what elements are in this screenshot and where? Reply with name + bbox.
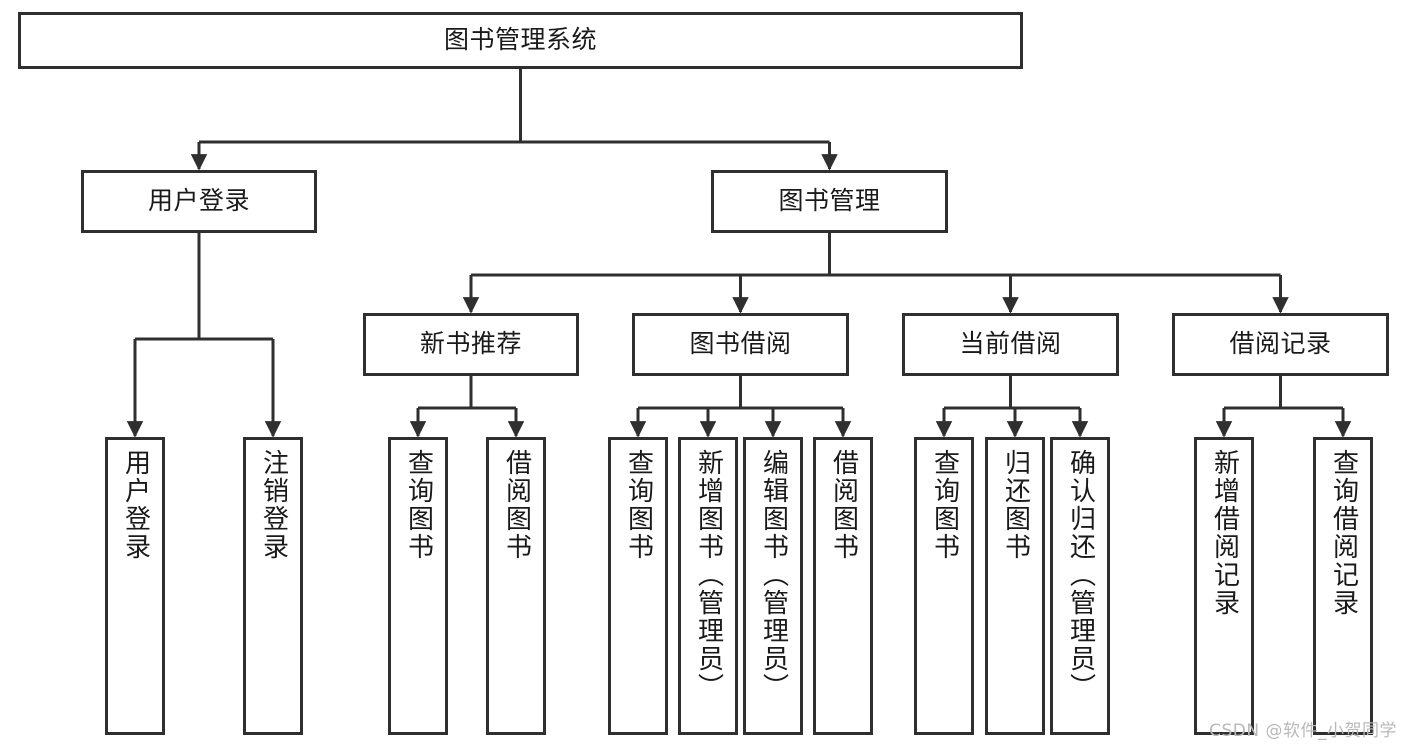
node-label: 图书管理系统 (443, 25, 597, 55)
node-current[interactable]: 当前借阅 (902, 313, 1119, 376)
node-label: 查询图书 (623, 449, 654, 561)
node-label: 新书推荐 (419, 329, 522, 359)
node-l-bb2[interactable]: 借阅图书 (813, 437, 873, 735)
node-l-addbook[interactable]: 新增图书（管理员） (678, 437, 738, 735)
node-l-qrec[interactable]: 查询借阅记录 (1313, 437, 1373, 735)
node-label: 查询图书 (929, 449, 960, 561)
node-label: 用户登录 (147, 186, 250, 216)
watermark-label: CSDN @软件_小贺同学 (1209, 721, 1397, 741)
node-label: 归还图书 (1000, 449, 1031, 561)
node-label: 查询借阅记录 (1328, 449, 1359, 617)
node-label: 查询图书 (403, 449, 434, 561)
node-bookmgmt[interactable]: 图书管理 (711, 170, 948, 233)
node-label: 图书管理 (778, 186, 881, 216)
node-label: 图书借阅 (689, 329, 792, 359)
node-user[interactable]: 用户登录 (81, 170, 317, 233)
node-label: 注销登录 (258, 449, 289, 561)
node-label: 用户登录 (120, 449, 151, 561)
node-l-confirm[interactable]: 确认归还（管理员） (1050, 437, 1110, 735)
node-label: 借阅记录 (1229, 329, 1332, 359)
node-label: 当前借阅 (959, 329, 1062, 359)
node-label: 新增图书（管理员） (693, 449, 724, 701)
node-l-login[interactable]: 用户登录 (105, 437, 165, 735)
node-label: 新增借阅记录 (1209, 449, 1240, 617)
node-borrow[interactable]: 图书借阅 (632, 313, 849, 376)
node-root[interactable]: 图书管理系统 (18, 12, 1023, 69)
node-l-qb3[interactable]: 查询图书 (914, 437, 974, 735)
node-label: 借阅图书 (828, 449, 859, 561)
node-l-logout[interactable]: 注销登录 (243, 437, 303, 735)
node-label: 借阅图书 (501, 449, 532, 561)
node-label: 编辑图书（管理员） (758, 449, 789, 701)
node-l-qb1[interactable]: 查询图书 (388, 437, 448, 735)
node-l-addrec[interactable]: 新增借阅记录 (1194, 437, 1254, 735)
node-records[interactable]: 借阅记录 (1172, 313, 1389, 376)
node-newbook[interactable]: 新书推荐 (363, 313, 579, 376)
node-l-qb2[interactable]: 查询图书 (608, 437, 668, 735)
node-l-bb1[interactable]: 借阅图书 (486, 437, 546, 735)
node-label: 确认归还（管理员） (1065, 449, 1096, 701)
node-l-editbook[interactable]: 编辑图书（管理员） (743, 437, 803, 735)
node-l-return[interactable]: 归还图书 (985, 437, 1045, 735)
